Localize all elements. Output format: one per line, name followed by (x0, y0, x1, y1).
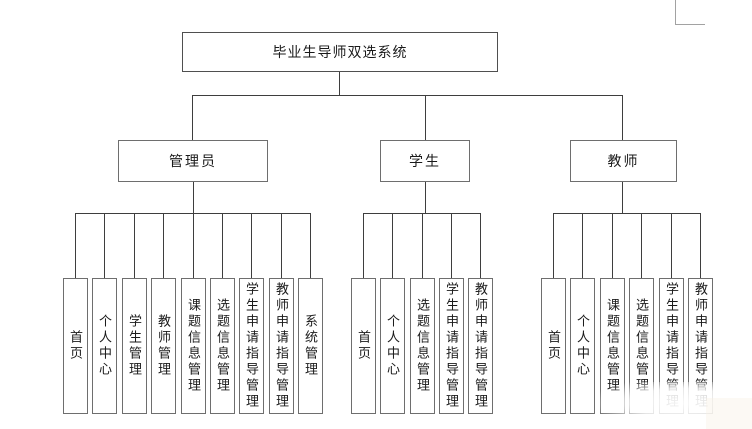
leaf-teacher-teacher-apply-mgmt: 教师申请指导管理 (688, 278, 713, 414)
connector-admin-drop (104, 213, 105, 278)
connector-student-drop (422, 213, 423, 278)
node-student-label: 学生 (409, 153, 441, 169)
leaf-teacher-home: 首页 (541, 278, 566, 414)
connector-teacher-drop (641, 213, 642, 278)
connector-teacher-drop (553, 213, 554, 278)
leaf-teacher-topic-selection-mgmt: 选题信息管理 (629, 278, 654, 414)
connector-student-drop (451, 213, 452, 278)
connector-admin-drop (134, 213, 135, 278)
node-admin-label: 管理员 (169, 153, 217, 169)
node-student: 学生 (380, 140, 470, 182)
node-admin: 管理员 (118, 140, 268, 182)
leaf-admin-teacher-apply-mgmt: 教师申请指导管理 (269, 278, 294, 414)
connector-teacher-drop (700, 213, 701, 278)
connector-admin-drop (281, 213, 282, 278)
connector-teacher-drop (612, 213, 613, 278)
connector-root-stem (339, 72, 340, 95)
connector-teacher-stem (622, 182, 623, 213)
cropped-frame-artifact-vertical (675, 0, 676, 25)
leaf-admin-teacher-mgmt: 教师管理 (151, 278, 176, 414)
leaf-teacher-student-apply-mgmt: 学生申请指导管理 (659, 278, 684, 414)
leaf-teacher-personal-center: 个人中心 (570, 278, 595, 414)
connector-student-drop (480, 213, 481, 278)
connector-drop-teacher (622, 95, 623, 140)
connector-admin-drop (75, 213, 76, 278)
cropped-frame-artifact-horizontal (675, 24, 705, 25)
leaf-student-teacher-apply-mgmt: 教师申请指导管理 (468, 278, 493, 414)
connector-teacher-drop (671, 213, 672, 278)
connector-teacher-bus (553, 213, 701, 214)
leaf-admin-personal-center: 个人中心 (92, 278, 117, 414)
node-teacher: 教师 (570, 140, 677, 182)
connector-admin-drop (251, 213, 252, 278)
leaf-admin-topic-info-mgmt: 课题信息管理 (181, 278, 206, 414)
leaf-admin-home: 首页 (63, 278, 88, 414)
connector-student-drop (392, 213, 393, 278)
connector-admin-drop (310, 213, 311, 278)
connector-root-bus (192, 95, 623, 96)
node-root-label: 毕业生导师双选系统 (272, 44, 408, 60)
leaf-admin-student-apply-mgmt: 学生申请指导管理 (239, 278, 264, 414)
connector-drop-student (425, 95, 426, 140)
leaf-admin-system-mgmt: 系统管理 (298, 278, 323, 414)
connector-admin-drop (193, 213, 194, 278)
leaf-admin-student-mgmt: 学生管理 (122, 278, 147, 414)
connector-drop-admin (192, 95, 193, 140)
leaf-teacher-topic-info-mgmt: 课题信息管理 (600, 278, 625, 414)
node-teacher-label: 教师 (607, 153, 640, 169)
node-root: 毕业生导师双选系统 (182, 32, 498, 72)
connector-student-drop (363, 213, 364, 278)
connector-admin-drop (222, 213, 223, 278)
leaf-student-home: 首页 (351, 278, 376, 414)
connector-teacher-drop (582, 213, 583, 278)
leaf-student-topic-selection-mgmt: 选题信息管理 (410, 278, 435, 414)
leaf-admin-topic-selection-mgmt: 选题信息管理 (210, 278, 235, 414)
connector-admin-stem (193, 182, 194, 213)
leaf-student-personal-center: 个人中心 (380, 278, 405, 414)
connector-admin-drop (163, 213, 164, 278)
connector-student-stem (425, 182, 426, 213)
leaf-student-student-apply-mgmt: 学生申请指导管理 (439, 278, 464, 414)
